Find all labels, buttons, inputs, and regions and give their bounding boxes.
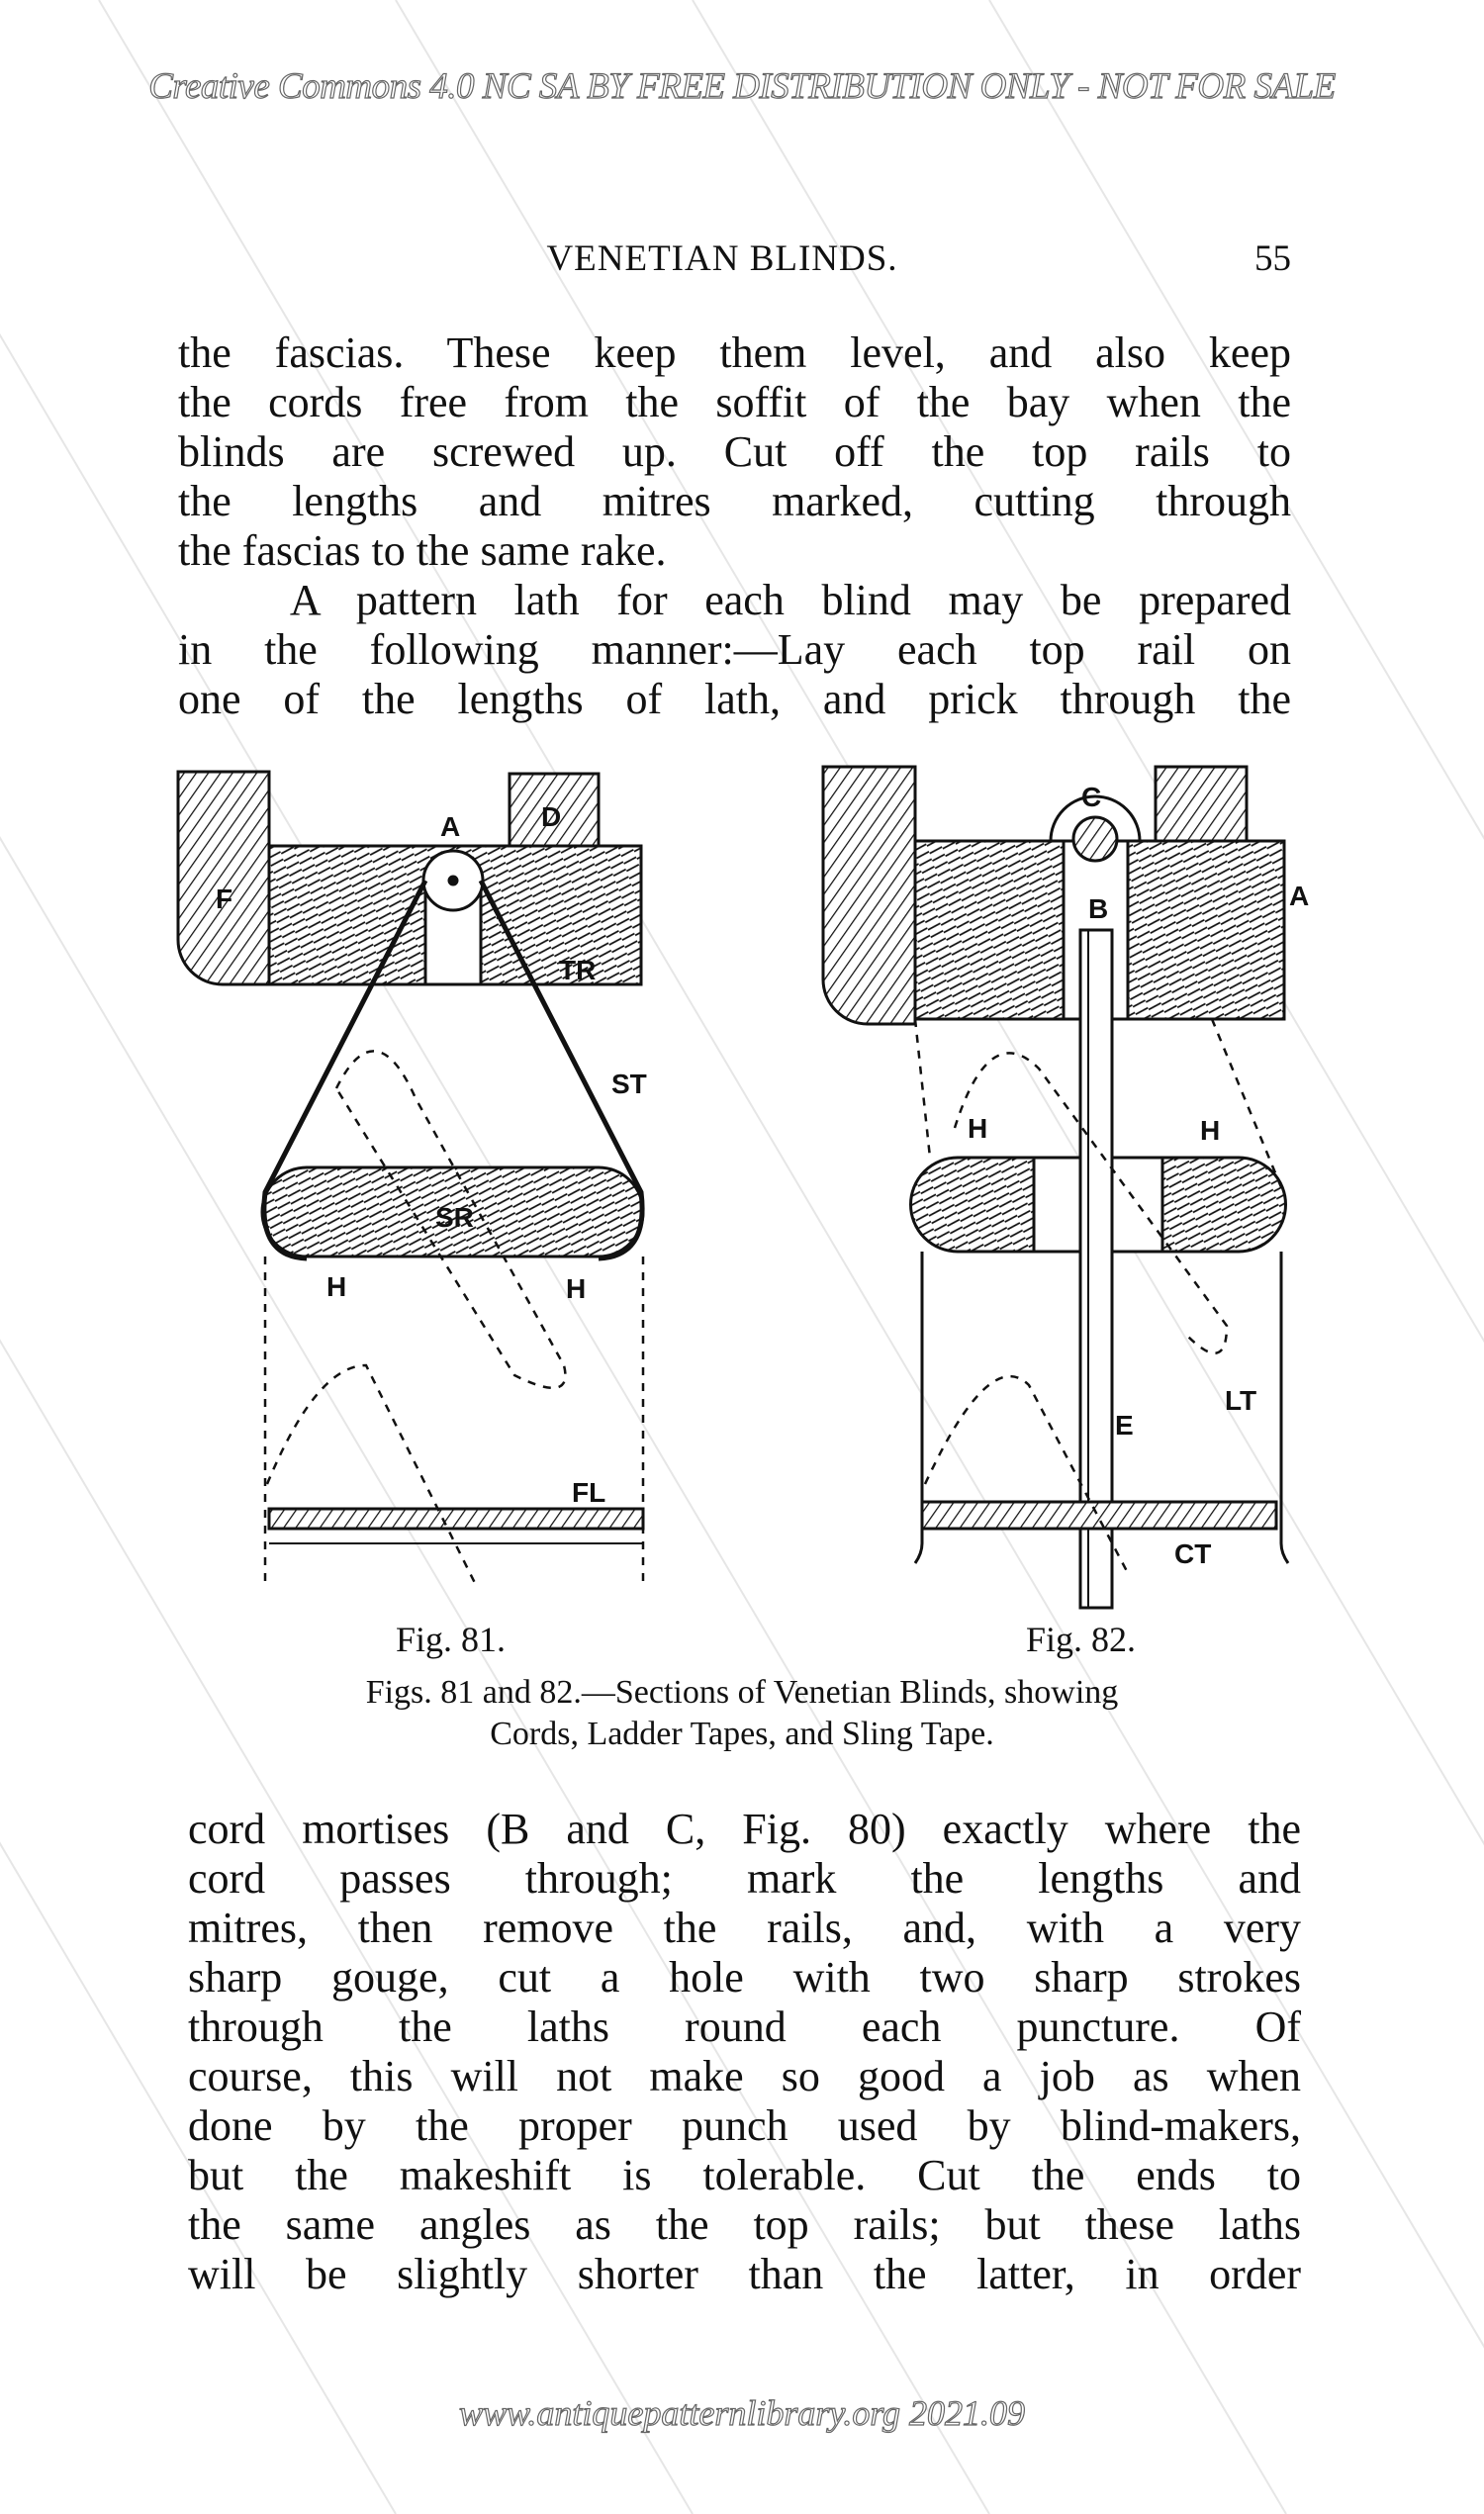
figure-82-labels: C A B H H LT E CT: [968, 782, 1309, 1569]
text-line: done by the proper punch used by blind-m…: [188, 2101, 1301, 2150]
label-h: H: [1200, 1115, 1220, 1146]
text-line: the cords free from the soffit of the ba…: [178, 378, 1291, 426]
label-st: ST: [611, 1069, 647, 1099]
label-b: B: [1088, 893, 1108, 924]
caption-line: Cords, Ladder Tapes, and Sling Tape.: [490, 1716, 994, 1752]
website-watermark: www.antiquepatternlibrary.org 2021.09: [458, 2392, 1026, 2433]
text-line: through the laths round each puncture. O…: [188, 2002, 1301, 2051]
label-h: H: [326, 1271, 346, 1302]
text-line: the fascias to the same rake.: [178, 526, 667, 575]
text-line: cord passes through; mark the lengths an…: [188, 1854, 1301, 1903]
text-line: in the following manner:—Lay each top ra…: [178, 625, 1291, 674]
figure-caption: Figs. 81 and 82.—Sections of Venetian Bl…: [0, 1672, 1484, 1755]
label-c: C: [1081, 782, 1101, 812]
figure-81-labels: A D F TR ST SR H H FL: [216, 801, 647, 1508]
license-watermark: Creative Commons 4.0 NC SA BY FREE DISTR…: [148, 65, 1337, 107]
figure-82-caption: Fig. 82.: [1026, 1620, 1137, 1659]
label-f: F: [216, 884, 232, 914]
text-line: blinds are screwed up. Cut off the top r…: [178, 427, 1291, 476]
text-line: the same angles as the top rails; but th…: [188, 2200, 1301, 2249]
text-line: mitres, then remove the rails, and, with…: [188, 1904, 1301, 1952]
label-fl: FL: [572, 1477, 605, 1508]
text-line: the lengths and mitres marked, cutting t…: [178, 477, 1291, 525]
caption-line: Figs. 81 and 82.—Sections of Venetian Bl…: [365, 1674, 1119, 1711]
text-line: A pattern lath for each blind may be pre…: [178, 576, 1291, 624]
label-e: E: [1115, 1410, 1134, 1441]
label-tr: TR: [559, 955, 596, 985]
label-h: H: [968, 1113, 987, 1144]
page-number: 55: [1254, 238, 1291, 279]
label-ct: CT: [1174, 1538, 1211, 1569]
text-line: the fascias. These keep them level, and …: [178, 328, 1291, 377]
label-lt: LT: [1225, 1385, 1256, 1416]
paragraph-bottom: cord mortises (B and C, Fig. 80) exactly…: [188, 1805, 1301, 2299]
label-d: D: [541, 801, 561, 832]
label-a: A: [440, 811, 460, 842]
figure-81-drawing: [176, 770, 645, 1584]
figure-81-caption: Fig. 81.: [396, 1620, 507, 1659]
text-line: one of the lengths of lath, and prick th…: [178, 675, 1291, 723]
label-a: A: [1289, 881, 1309, 911]
text-line: course, this will not make so good a job…: [188, 2052, 1301, 2100]
chapter-title: VENETIAN BLINDS.: [546, 238, 898, 279]
figure-82-drawing: [821, 765, 1290, 1610]
label-h: H: [566, 1273, 586, 1304]
text-line: sharp gouge, cut a hole with two sharp s…: [188, 1953, 1301, 2002]
paragraph-top: the fascias. These keep them level, and …: [178, 328, 1291, 724]
label-sr: SR: [435, 1202, 474, 1233]
text-line: will be slightly shorter than the latter…: [188, 2250, 1301, 2298]
text-line: but the makeshift is tolerable. Cut the …: [188, 2151, 1301, 2199]
text-line: cord mortises (B and C, Fig. 80) exactly…: [188, 1805, 1301, 1853]
figures-illustration: A D F TR ST SR H H FL C A B H H LT: [176, 765, 1309, 1610]
